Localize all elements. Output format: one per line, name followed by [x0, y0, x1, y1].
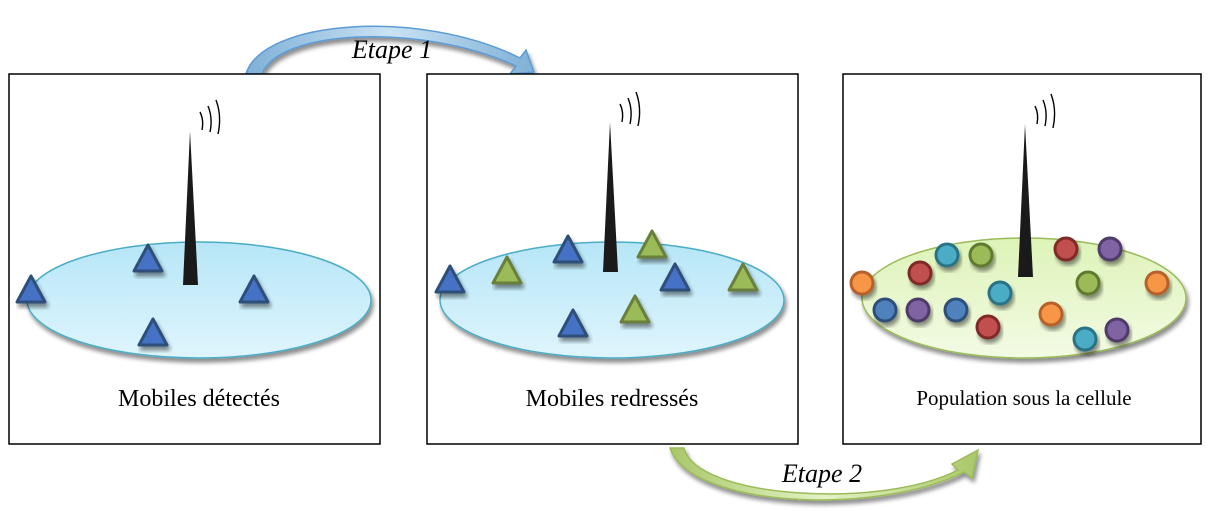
cell-coverage-disk [26, 241, 372, 359]
triangle-mobile-icon [137, 317, 169, 347]
circle-person-icon [905, 297, 931, 323]
triangle-mobile-icon [238, 274, 270, 304]
circle-person-icon [934, 242, 960, 268]
panel-population: Population sous la cellule [842, 73, 1202, 445]
circle-person-icon [1144, 270, 1170, 296]
circle-person-icon [975, 314, 1001, 340]
circle-person-icon [872, 297, 898, 323]
circle-person-icon [968, 242, 994, 268]
curved-arrow-icon [668, 447, 980, 501]
panel-corrected: Mobiles redressés [426, 73, 799, 445]
mobiles [434, 229, 759, 338]
panel-detected: Mobiles détectés [8, 73, 381, 445]
circle-person-icon [1104, 317, 1130, 343]
triangle-mobile-icon [659, 262, 691, 292]
signal-waves-icon [199, 99, 221, 135]
circle-person-icon [1075, 270, 1101, 296]
signal-waves-icon [1034, 93, 1056, 129]
triangle-mobile-icon [491, 255, 523, 285]
step1-label: Etape 1 [351, 35, 432, 64]
triangle-mobile-icon [727, 262, 759, 292]
mobiles [15, 243, 270, 347]
antenna-icon [183, 99, 221, 285]
circle-person-icon [1053, 236, 1079, 262]
triangle-mobile-icon [636, 229, 668, 259]
population-dots [849, 236, 1170, 352]
triangle-mobile-icon [619, 294, 651, 324]
triangle-mobile-icon [552, 234, 584, 264]
panel-caption: Mobiles détectés [118, 386, 280, 412]
circle-person-icon [1097, 236, 1123, 262]
triangle-mobile-icon [132, 243, 164, 273]
circle-person-icon [1072, 326, 1098, 352]
signal-waves-icon [619, 91, 641, 127]
step2-label: Etape 2 [781, 459, 862, 488]
circle-person-icon [907, 260, 933, 286]
circle-person-icon [1038, 301, 1064, 327]
antenna-icon [603, 91, 641, 272]
circle-person-icon [943, 297, 969, 323]
circle-person-icon [987, 280, 1013, 306]
step2-arrow [668, 447, 980, 501]
panel-caption: Mobiles redressés [526, 386, 699, 412]
circle-person-icon [849, 270, 875, 296]
antenna-icon [1018, 93, 1056, 277]
step1-arrow [244, 25, 536, 75]
triangle-mobile-icon [557, 308, 589, 338]
curved-arrow-icon [244, 25, 536, 75]
panel-caption: Population sous la cellule [916, 386, 1131, 410]
triangle-mobile-icon [434, 264, 466, 294]
triangle-mobile-icon [15, 274, 47, 304]
